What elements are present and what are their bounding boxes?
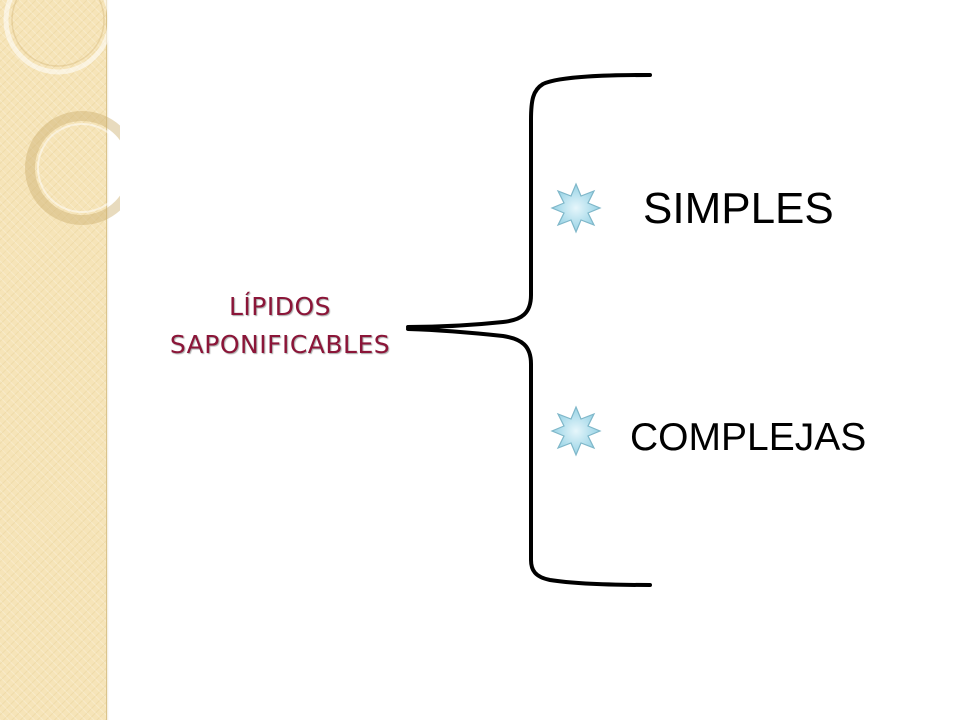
branch-label-simples: SIMPLES	[643, 184, 834, 233]
branch-label-complejas: COMPLEJAS	[630, 416, 867, 459]
brace-lower-arm	[406, 327, 652, 587]
decorative-sidebar	[0, 0, 107, 720]
sidebar-edge	[106, 0, 109, 720]
ring-decoration-icon	[3, 0, 120, 225]
root-label: LÍPIDOS SAPONIFICABLES	[120, 288, 440, 364]
root-label-line-1: LÍPIDOS	[228, 292, 332, 321]
star-icon	[550, 405, 602, 457]
star-icon	[550, 182, 602, 234]
root-label-line-2: SAPONIFICABLES	[169, 330, 391, 359]
brace-upper-arm	[406, 73, 652, 329]
